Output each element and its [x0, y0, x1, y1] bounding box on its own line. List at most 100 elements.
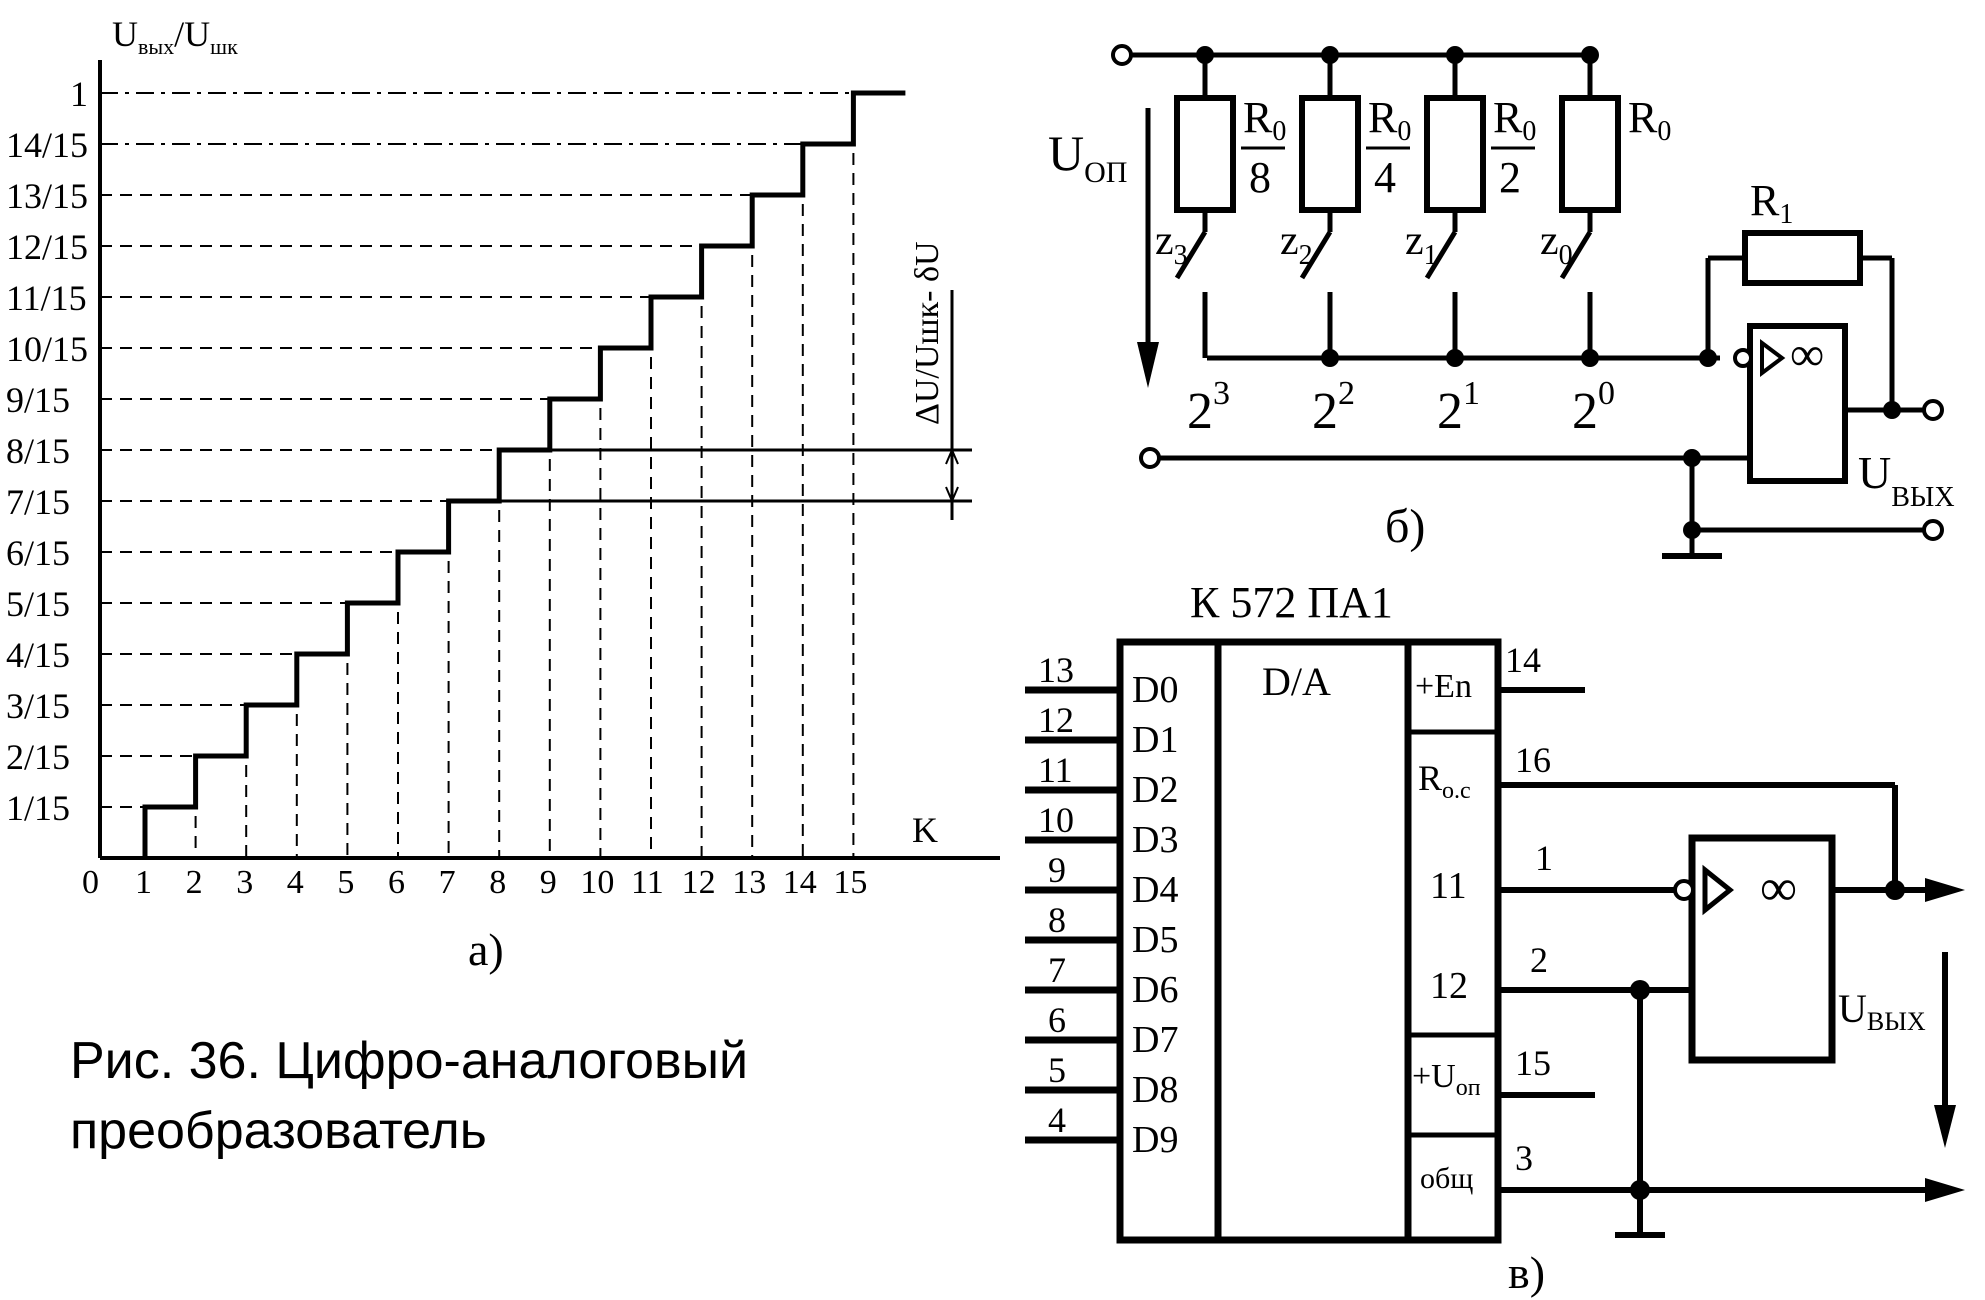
down-arrow-icon	[945, 486, 959, 504]
x-tick-label: 8	[489, 864, 506, 901]
x-tick-label: 15	[833, 864, 867, 901]
data-pin-number: 4	[1048, 1100, 1066, 1140]
output-terminal	[1922, 399, 1944, 421]
resistor-denominator: 4	[1374, 153, 1396, 202]
resistor-label: R0	[1368, 93, 1411, 147]
delta-annotation	[448, 290, 972, 520]
x-tick-label: 13	[732, 864, 766, 901]
y-tick-label: 14/15	[6, 125, 88, 165]
pin-3-number: 3	[1515, 1138, 1533, 1178]
op-amp-body	[1747, 323, 1848, 484]
pin-3-node-dot	[1630, 1180, 1650, 1200]
x-tick-label: 1	[135, 864, 152, 901]
y-tick-label: 9/15	[6, 380, 70, 420]
switch-blade-icon	[1424, 230, 1458, 280]
panel-a-label: а)	[468, 924, 504, 975]
bit-weight-label: 22	[1312, 375, 1355, 440]
y-tick-label: 3/15	[6, 686, 70, 726]
weighted-resistor	[1559, 95, 1621, 213]
data-pin-name: D6	[1132, 969, 1178, 1011]
switch-blade-icon	[1174, 230, 1208, 280]
out2-cell-label: 12	[1430, 965, 1468, 1007]
pin-15-number: 15	[1515, 1043, 1551, 1083]
data-pin-name: D0	[1132, 669, 1178, 711]
y-tick-label: 6/15	[6, 533, 70, 573]
x-tick-label: 5	[337, 864, 354, 901]
y-tick-label: 7/15	[6, 482, 70, 522]
pin-16-number: 16	[1515, 740, 1551, 780]
x-tick-label: 2	[186, 864, 203, 901]
output-node-dot-c	[1885, 880, 1905, 900]
panel-a-staircase-chart: 1/152/153/154/155/156/157/158/159/1510/1…	[6, 14, 1000, 975]
chip-title: К 572 ПА1	[1190, 578, 1393, 627]
y-tick-label: 1	[70, 74, 88, 114]
right-arrow-icon	[1925, 1178, 1965, 1202]
x-tick-label: 10	[580, 864, 614, 901]
bit-weight-label: 23	[1187, 375, 1230, 440]
x-tick-label: 14	[783, 864, 817, 901]
y-tick-label: 10/15	[6, 329, 88, 369]
data-pin-number: 5	[1048, 1050, 1066, 1090]
feedback-resistor-r1	[1742, 230, 1863, 286]
data-pin-number: 10	[1038, 800, 1074, 840]
resistor-denominator: 2	[1499, 153, 1521, 202]
out1-cell-label: 11	[1430, 865, 1467, 907]
bit-weight-label: 20	[1572, 375, 1615, 440]
x-axis-label: K	[912, 810, 938, 850]
data-pin-number: 13	[1038, 650, 1074, 690]
y-tick-label: 4/15	[6, 635, 70, 675]
data-pin-name: D8	[1132, 1069, 1178, 1111]
data-pin-number: 9	[1048, 850, 1066, 890]
output-voltage-label: UВЫХ	[1858, 447, 1955, 513]
data-pin-number: 6	[1048, 1000, 1066, 1040]
data-pin-number: 12	[1038, 700, 1074, 740]
caption-line-1: Рис. 36. Цифро-аналоговый	[70, 1032, 748, 1090]
delta-label: ΔU/Uшк- δU	[909, 241, 946, 425]
pin-2-number: 2	[1530, 940, 1548, 980]
bit-weight-label: 21	[1437, 375, 1480, 440]
data-pin-name: D2	[1132, 769, 1178, 811]
inverting-input-bubble-c	[1673, 879, 1695, 901]
switch-label: z1	[1405, 218, 1438, 271]
panel-b-label: б)	[1385, 500, 1425, 553]
chart-axes	[98, 60, 1000, 860]
reference-voltage-label: UОП	[1048, 125, 1127, 189]
data-pin-name: D4	[1132, 869, 1178, 911]
switch-label: z3	[1155, 218, 1188, 271]
switch-blade-icon	[1559, 230, 1593, 280]
x-tick-label: 12	[682, 864, 716, 901]
feedback-cell-label: Rо.с	[1418, 758, 1471, 804]
switch-label: z2	[1280, 218, 1313, 271]
x-tick-label: 4	[287, 864, 304, 901]
common-cell-label: общ	[1420, 1162, 1473, 1195]
x-tick-label: 11	[631, 864, 664, 901]
y-tick-label: 5/15	[6, 584, 70, 624]
op-amp-triangle-icon	[1760, 339, 1786, 377]
data-pin-number: 8	[1048, 900, 1066, 940]
x-tick-label: 0	[82, 864, 99, 901]
data-pin-number: 11	[1038, 750, 1073, 790]
data-pin-name: D9	[1132, 1119, 1178, 1161]
y-tick-label: 13/15	[6, 176, 88, 216]
op-amp-body-c	[1688, 834, 1836, 1064]
panel-c-label: в)	[1508, 1247, 1545, 1298]
resistor-label: R0	[1628, 93, 1671, 147]
x-tick-label: 3	[236, 864, 253, 901]
y-tick-label: 2/15	[6, 737, 70, 777]
resistor-label: R0	[1243, 93, 1286, 147]
pin-14-number: 14	[1505, 640, 1541, 680]
y-tick-labels: 1/152/153/154/155/156/157/158/159/1510/1…	[6, 74, 88, 828]
op-amp-infinity-c: ∞	[1760, 860, 1797, 917]
weighted-resistor	[1424, 95, 1486, 213]
pin-2-node-dot	[1630, 980, 1650, 1000]
output-return-terminal	[1922, 519, 1944, 541]
data-pin-name: D3	[1132, 819, 1178, 861]
data-pin-name: D5	[1132, 919, 1178, 961]
reference-cell-label: +Uоп	[1412, 1058, 1481, 1101]
op-amp-infinity: ∞	[1790, 328, 1824, 381]
